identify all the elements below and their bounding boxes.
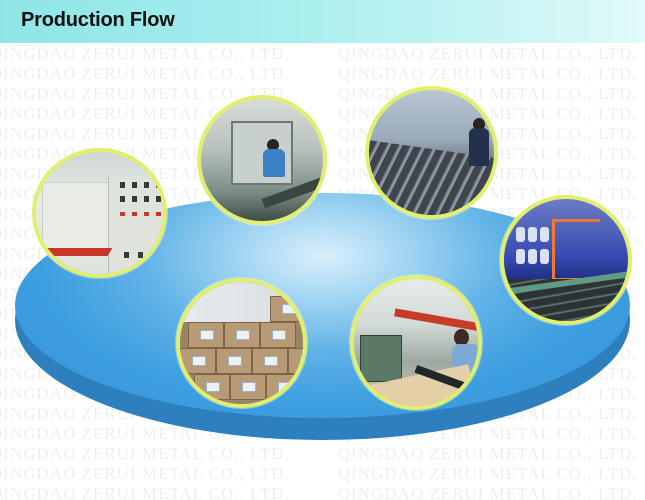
box-label — [192, 356, 206, 366]
box — [288, 348, 303, 374]
red-conveyor — [394, 308, 478, 334]
red-rail — [37, 248, 113, 256]
box-label — [206, 382, 220, 392]
photo-scene — [180, 282, 303, 404]
worker-head — [454, 329, 469, 346]
gauge — [120, 196, 125, 202]
photo-production-hall — [500, 195, 632, 325]
watermark-text: QINGDAO ZERUI METAL CO., LTD. — [337, 64, 638, 83]
page-title: Production Flow — [21, 9, 175, 31]
watermark-text: QINGDAO ZERUI METAL CO., LTD. — [337, 464, 638, 483]
watermark-text: QINGDAO ZERUI METAL CO., LTD. — [0, 444, 290, 463]
gauge — [144, 182, 149, 188]
gauge — [120, 182, 125, 188]
photo-scene — [369, 90, 494, 215]
window — [528, 227, 537, 242]
window — [540, 227, 549, 242]
photo-scene — [354, 279, 478, 406]
photo-scene — [36, 152, 163, 274]
box-label — [236, 330, 250, 340]
box — [224, 322, 260, 348]
worker-body — [469, 128, 489, 166]
watermark-text: QINGDAO ZERUI METAL CO., LTD. — [0, 44, 290, 63]
photo-pipe-line — [365, 86, 498, 219]
box-label — [264, 356, 278, 366]
photo-stacked-boxes — [176, 278, 307, 408]
box — [260, 322, 296, 348]
worker-head — [473, 118, 485, 131]
window — [516, 227, 525, 242]
box-label — [300, 356, 303, 366]
box-label — [242, 382, 256, 392]
indicator — [120, 212, 125, 216]
photo-scene — [504, 199, 628, 321]
gauge — [132, 196, 137, 202]
indicator — [132, 212, 137, 216]
box — [180, 348, 216, 374]
box — [270, 296, 303, 322]
box-label — [272, 330, 286, 340]
window — [516, 249, 525, 264]
gauge — [144, 196, 149, 202]
box — [266, 374, 302, 400]
worker-body — [263, 149, 285, 177]
window — [540, 249, 549, 264]
worker-head — [267, 139, 279, 151]
watermark-text: QINGDAO ZERUI METAL CO., LTD. — [0, 64, 290, 83]
box-label — [278, 382, 292, 392]
box-label — [282, 304, 296, 314]
header-band — [0, 0, 645, 43]
gauge — [156, 196, 161, 202]
gauge — [124, 252, 129, 258]
box — [230, 374, 266, 400]
gauge — [156, 182, 161, 188]
watermark-text: QINGDAO ZERUI METAL CO., LTD. — [337, 484, 638, 500]
orange-frame — [552, 219, 600, 281]
machine — [360, 335, 402, 382]
gauge — [132, 182, 137, 188]
box — [252, 348, 288, 374]
indicator — [144, 212, 149, 216]
box — [188, 322, 224, 348]
control-cabinet — [108, 176, 163, 274]
watermark-text: QINGDAO ZERUI METAL CO., LTD. — [337, 44, 638, 63]
gauge — [152, 252, 157, 258]
gauge — [138, 252, 143, 258]
indicator — [156, 212, 161, 216]
box — [194, 374, 230, 400]
watermark-text: QINGDAO ZERUI METAL CO., LTD. — [337, 444, 638, 463]
photo-worker-at-machine — [197, 95, 327, 225]
box — [216, 348, 252, 374]
window — [528, 249, 537, 264]
photo-extrusion-line — [32, 148, 167, 278]
box-label — [200, 330, 214, 340]
photo-scene — [201, 99, 323, 221]
watermark-text: QINGDAO ZERUI METAL CO., LTD. — [0, 464, 290, 483]
watermark-text: QINGDAO ZERUI METAL CO., LTD. — [0, 484, 290, 500]
photo-worker-packing — [350, 275, 482, 410]
box-label — [228, 356, 242, 366]
